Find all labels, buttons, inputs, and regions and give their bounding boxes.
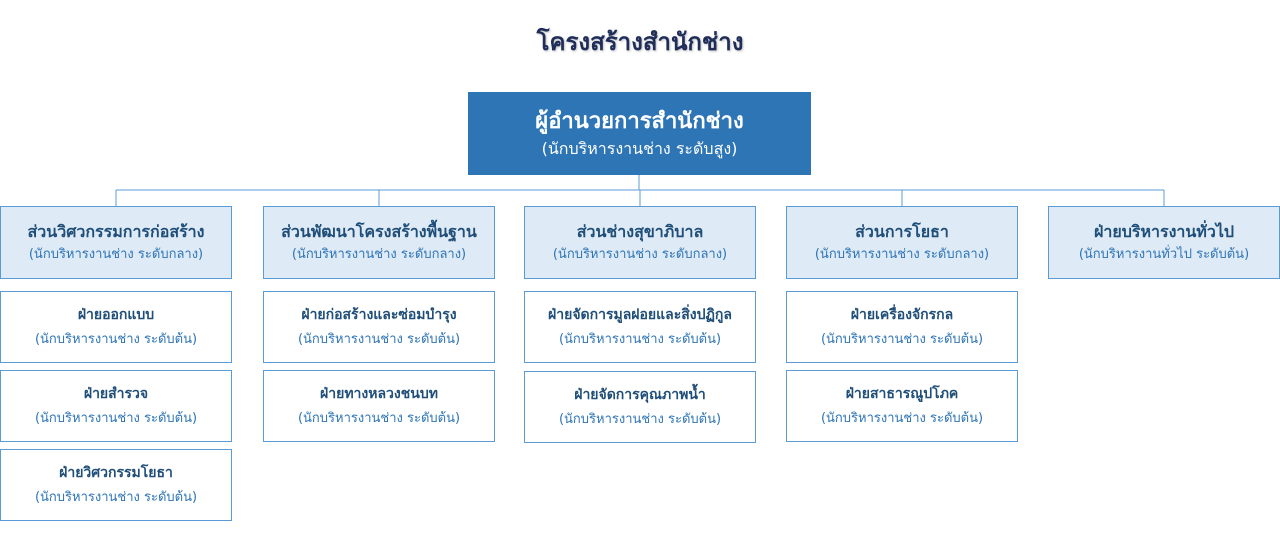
unit-water-quality: ฝ่ายจัดการคุณภาพน้ำ (นักบริหารงานช่าง ระ…	[524, 371, 756, 443]
unit-waste-management: ฝ่ายจัดการมูลฝอยและสิ่งปฏิกูล (นักบริหาร…	[524, 291, 756, 363]
dept-level: (นักบริหารงานทั่วไป ระดับต้น)	[1078, 246, 1250, 262]
unit-name: ฝ่ายออกแบบ	[77, 307, 155, 323]
unit-machinery: ฝ่ายเครื่องจักรกล (นักบริหารงานช่าง ระดั…	[786, 291, 1018, 363]
unit-rural-roads: ฝ่ายทางหลวงชนบท (นักบริหารงานช่าง ระดับต…	[263, 370, 495, 442]
unit-level: (นักบริหารงานช่าง ระดับต้น)	[34, 411, 198, 426]
dept-level: (นักบริหารงานช่าง ระดับกลาง)	[28, 246, 204, 262]
dept-level: (นักบริหารงานช่าง ระดับกลาง)	[291, 246, 467, 262]
unit-level: (นักบริหารงานช่าง ระดับต้น)	[297, 332, 461, 347]
unit-utilities: ฝ่ายสาธารณูปโภค (นักบริหารงานช่าง ระดับต…	[786, 370, 1018, 442]
unit-level: (นักบริหารงานช่าง ระดับต้น)	[558, 332, 722, 347]
dept-name: ส่วนวิศวกรรมการก่อสร้าง	[27, 221, 205, 241]
dept-level: (นักบริหารงานช่าง ระดับกลาง)	[552, 246, 728, 262]
dept-name: ฝ่ายบริหารงานทั่วไป	[1093, 221, 1235, 241]
unit-name: ฝ่ายสาธารณูปโภค	[845, 386, 959, 402]
unit-level: (นักบริหารงานช่าง ระดับต้น)	[297, 411, 461, 426]
unit-level: (นักบริหารงานช่าง ระดับต้น)	[34, 490, 198, 505]
unit-name: ฝ่ายจัดการมูลฝอยและสิ่งปฏิกูล	[548, 307, 732, 323]
dept-name: ส่วนการโยธา	[855, 221, 949, 241]
dept-infrastructure-development: ส่วนพัฒนาโครงสร้างพื้นฐาน (นักบริหารงานช…	[263, 206, 495, 279]
unit-name: ฝ่ายทางหลวงชนบท	[320, 386, 438, 402]
dept-name: ส่วนพัฒนาโครงสร้างพื้นฐาน	[281, 221, 477, 241]
dept-construction-engineering: ส่วนวิศวกรรมการก่อสร้าง (นักบริหารงานช่า…	[0, 206, 232, 279]
director-title: ผู้อำนวยการสำนักช่าง	[535, 108, 744, 134]
dept-public-works: ส่วนการโยธา (นักบริหารงานช่าง ระดับกลาง)	[786, 206, 1018, 279]
unit-level: (นักบริหารงานช่าง ระดับต้น)	[34, 332, 198, 347]
unit-name: ฝ่ายสำรวจ	[83, 386, 149, 402]
unit-name: ฝ่ายเครื่องจักรกล	[850, 307, 954, 323]
unit-survey: ฝ่ายสำรวจ (นักบริหารงานช่าง ระดับต้น)	[0, 370, 232, 442]
unit-name: ฝ่ายวิศวกรรมโยธา	[59, 465, 173, 481]
director-level: (นักบริหารงานช่าง ระดับสูง)	[541, 138, 738, 158]
unit-civil-engineering: ฝ่ายวิศวกรรมโยธา (นักบริหารงานช่าง ระดับ…	[0, 449, 232, 521]
dept-name: ส่วนช่างสุขาภิบาล	[576, 221, 704, 241]
unit-construction-maintenance: ฝ่ายก่อสร้างและซ่อมบำรุง (นักบริหารงานช่…	[263, 291, 495, 363]
unit-design: ฝ่ายออกแบบ (นักบริหารงานช่าง ระดับต้น)	[0, 291, 232, 363]
director-box: ผู้อำนวยการสำนักช่าง (นักบริหารงานช่าง ร…	[468, 92, 811, 175]
unit-name: ฝ่ายก่อสร้างและซ่อมบำรุง	[301, 307, 457, 323]
dept-general-administration: ฝ่ายบริหารงานทั่วไป (นักบริหารงานทั่วไป …	[1048, 206, 1280, 279]
dept-level: (นักบริหารงานช่าง ระดับกลาง)	[814, 246, 990, 262]
chart-title: โครงสร้างสำนักช่าง	[536, 28, 744, 56]
unit-level: (นักบริหารงานช่าง ระดับต้น)	[820, 411, 984, 426]
dept-sanitation: ส่วนช่างสุขาภิบาล (นักบริหารงานช่าง ระดั…	[524, 206, 756, 279]
unit-name: ฝ่ายจัดการคุณภาพน้ำ	[574, 387, 706, 403]
unit-level: (นักบริหารงานช่าง ระดับต้น)	[820, 332, 984, 347]
unit-level: (นักบริหารงานช่าง ระดับต้น)	[558, 412, 722, 427]
